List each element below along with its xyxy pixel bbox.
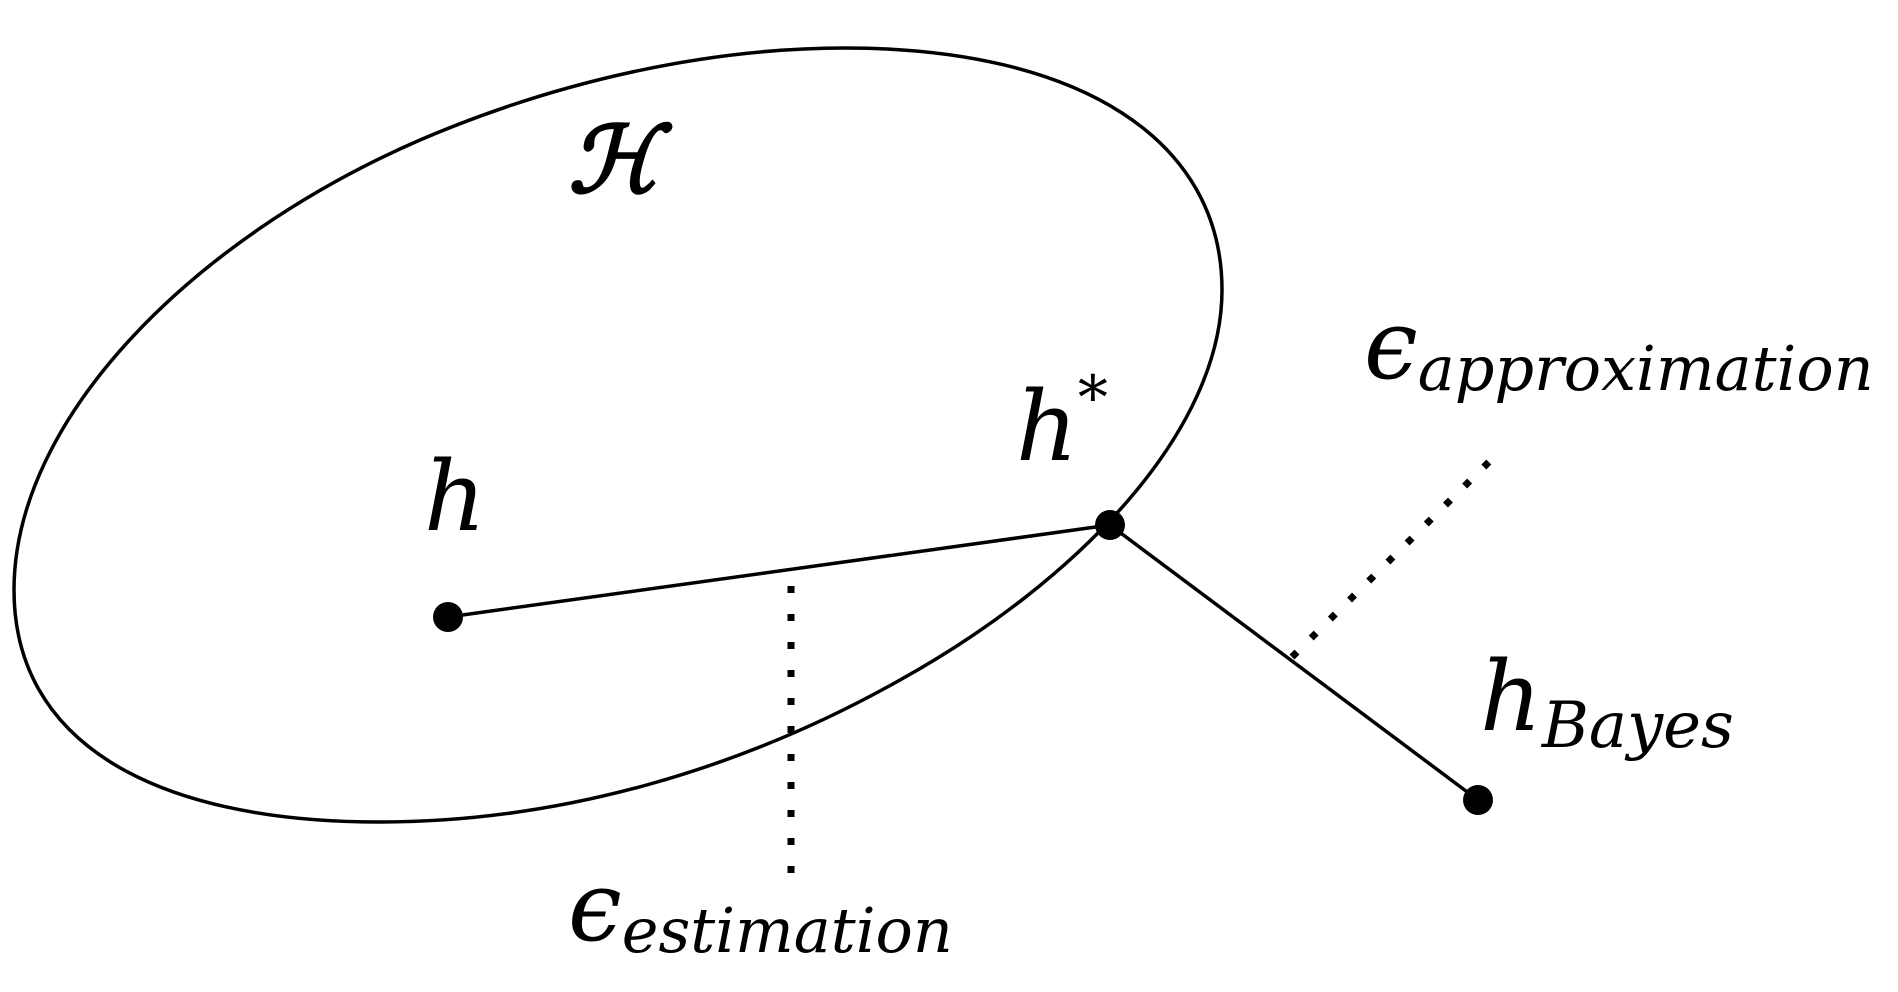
- hypothesis-space-boundary: [12, 46, 1224, 824]
- epsilon-approximation-label: ϵapproximation: [1364, 289, 1874, 405]
- epsilon-estimation-symbol: ϵ: [568, 851, 622, 963]
- approximation-error-leader: [1289, 445, 1506, 660]
- segment-h-to-h-star: [447, 523, 1111, 619]
- epsilon-estimation-label: ϵestimation: [568, 851, 953, 967]
- point-h-star: [1095, 510, 1125, 540]
- h-bayes-label: hBayes: [1480, 641, 1734, 763]
- hypothesis-space-label: ℋ: [568, 106, 673, 214]
- epsilon-approximation-subscript: approximation: [1418, 332, 1874, 405]
- point-h: [433, 602, 463, 632]
- h-label: h: [424, 441, 486, 553]
- h-star-label: h*: [1016, 363, 1108, 483]
- h-star-base: h: [1016, 371, 1078, 483]
- epsilon-approximation-symbol: ϵ: [1364, 289, 1418, 401]
- h-bayes-base: h: [1480, 641, 1542, 753]
- epsilon-estimation-subscript: estimation: [622, 894, 953, 967]
- point-h-bayes: [1463, 785, 1493, 815]
- h-star-superscript: *: [1078, 363, 1108, 433]
- h-bayes-subscript: Bayes: [1541, 689, 1734, 763]
- segment-h-star-to-h-bayes: [1108, 523, 1480, 802]
